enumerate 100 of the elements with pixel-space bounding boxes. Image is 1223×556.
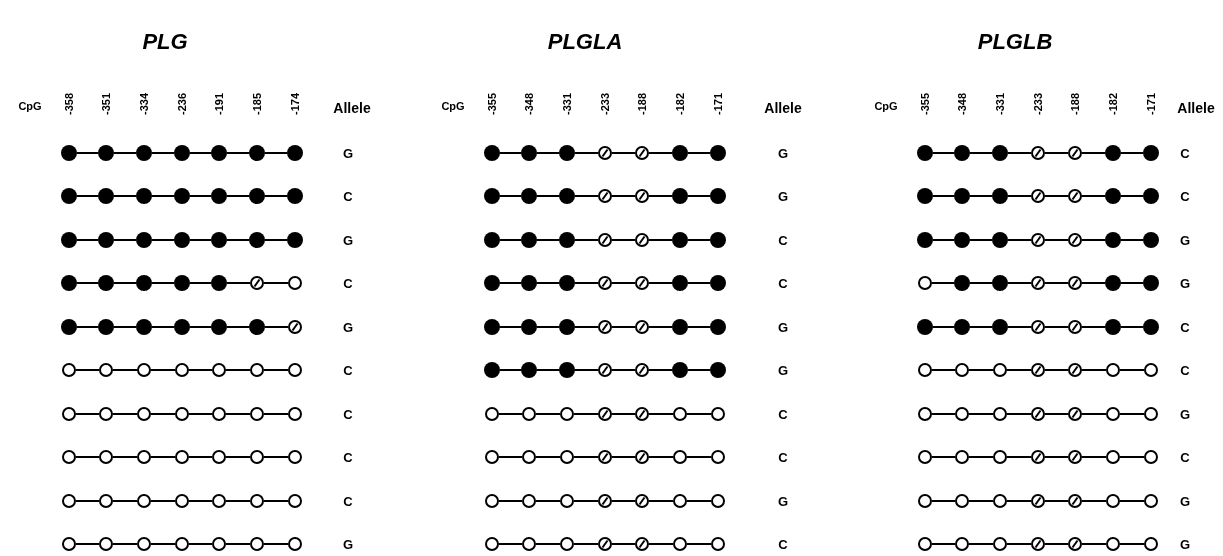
filled-circle [521,362,537,378]
open-circle [993,450,1007,464]
allele-label: C [1180,146,1190,160]
open-circle [1106,494,1120,508]
filled-circle [61,232,77,248]
allele-label: C [343,363,353,377]
filled-circle [559,188,575,204]
slashed-circle [635,276,649,290]
connector-line [536,195,560,197]
open-circle [62,450,76,464]
connector-line [499,282,522,284]
allele-label: C [778,450,788,464]
connector-line [611,543,636,545]
allele-label: G [1179,276,1191,290]
filled-circle [917,188,933,204]
filled-circle [710,145,726,161]
connector-line [226,326,250,328]
connector-line [968,543,994,545]
open-circle [522,407,536,421]
slashed-circle [1068,276,1082,290]
connector-line [536,239,560,241]
column-header-label: Allele [764,101,802,115]
connector-line [113,152,137,154]
connector-line [188,413,213,415]
filled-circle [98,188,114,204]
connector-line [1044,369,1069,371]
open-circle [137,363,151,377]
filled-circle [61,188,77,204]
open-circle [993,407,1007,421]
filled-circle [136,188,152,204]
connector-line [499,326,522,328]
cpg-position-label: -334 [138,93,150,115]
row-header-label: CpG [441,100,465,112]
open-circle [250,494,264,508]
connector-line [1081,239,1106,241]
open-circle [288,407,302,421]
connector-line [188,369,213,371]
connector-line [574,369,599,371]
slashed-circle [635,146,649,160]
filled-circle [1143,232,1159,248]
filled-circle [521,145,537,161]
filled-circle [954,188,970,204]
open-circle [918,494,932,508]
filled-circle [1143,145,1159,161]
row-header-label: CpG [874,100,898,112]
slashed-circle [1068,146,1082,160]
filled-circle [1105,275,1121,291]
connector-line [1007,152,1032,154]
filled-circle [61,145,77,161]
open-circle [1106,407,1120,421]
connector-line [226,195,250,197]
filled-circle [61,275,77,291]
connector-line [1119,500,1145,502]
connector-line [687,239,711,241]
open-circle [1106,450,1120,464]
filled-circle [917,319,933,335]
cpg-position-label: -171 [1145,93,1157,115]
connector-line [932,326,955,328]
filled-circle [136,232,152,248]
connector-line [150,500,176,502]
connector-line [574,239,599,241]
slashed-circle [1031,276,1045,290]
connector-line [189,326,212,328]
filled-circle [672,362,688,378]
connector-line [1081,369,1107,371]
connector-line [1119,413,1145,415]
filled-circle [954,319,970,335]
filled-circle [559,362,575,378]
slashed-circle [598,320,612,334]
filled-circle [559,232,575,248]
connector-line [931,369,956,371]
open-circle [288,537,302,551]
open-circle [522,450,536,464]
filled-circle [98,319,114,335]
open-circle [955,363,969,377]
filled-circle [287,232,303,248]
cpg-position-label: -348 [523,93,535,115]
connector-line [112,543,138,545]
filled-circle [710,188,726,204]
column-header-label: Allele [333,101,371,115]
connector-line [536,326,560,328]
open-circle [1144,407,1158,421]
connector-line [150,413,176,415]
slashed-circle [635,233,649,247]
filled-circle [98,275,114,291]
open-circle [99,407,113,421]
filled-circle [98,232,114,248]
panel-title: PLG [142,31,188,53]
cpg-position-label: -348 [956,93,968,115]
filled-circle [521,275,537,291]
connector-line [574,152,599,154]
filled-circle [521,319,537,335]
allele-label: C [343,276,353,290]
open-circle [918,363,932,377]
connector-line [1044,152,1069,154]
connector-line [263,282,289,284]
connector-line [263,543,289,545]
connector-line [687,326,711,328]
filled-circle [484,188,500,204]
filled-circle [672,145,688,161]
